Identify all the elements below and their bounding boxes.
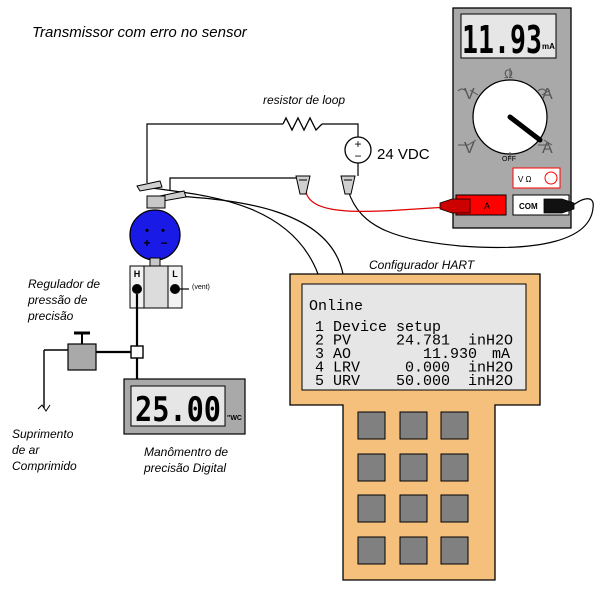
keypad-key[interactable] (440, 536, 469, 565)
keypad-key[interactable] (357, 411, 386, 440)
supply-label: 24 VDC (377, 146, 430, 163)
hart-menu-item-value[interactable]: 11.930 (423, 346, 477, 363)
hart-menu-item-number[interactable]: 4 (315, 360, 324, 377)
dc-supply: + − 24 VDC (344, 136, 430, 164)
transmitter-high-port: H (134, 269, 141, 279)
hart-menu-item-unit[interactable]: inH2O (468, 373, 513, 390)
pressure-regulator (67, 331, 97, 371)
diagram-title: Transmissor com erro no sensor (32, 24, 248, 41)
hart-keypad (357, 411, 469, 565)
vent-label: (vent) (192, 284, 210, 291)
keypad-key[interactable] (399, 453, 428, 482)
hart-configurator: Online 1 Device setup 2 PV 24.781 inH2O 3 AO 11.… (289, 273, 541, 581)
tube-fitting (130, 345, 144, 359)
hart-menu-item-number[interactable]: 2 (315, 333, 324, 350)
svg-text:+: + (143, 236, 150, 250)
multimeter: 11.93 mA Ω V V A A OFF (439, 7, 575, 229)
black-probe-plug (543, 198, 575, 214)
hart-menu-item-name[interactable]: URV (333, 373, 360, 390)
multimeter-unit: mA (542, 42, 555, 51)
hart-menu-item-number[interactable]: 1 (315, 319, 324, 336)
manometer-label: Manômentro de precisão Digital (143, 445, 231, 475)
svg-text:+: + (354, 137, 361, 151)
hart-menu-item-value[interactable]: 0.000 (405, 360, 450, 377)
dial-ohm: Ω (504, 67, 513, 81)
keypad-key[interactable] (399, 494, 428, 523)
svg-text:V Ω: V Ω (518, 175, 532, 184)
keypad-key[interactable] (357, 494, 386, 523)
hart-menu-item-number[interactable]: 3 (315, 346, 324, 363)
keypad-key[interactable] (440, 453, 469, 482)
hart-menu-item-unit[interactable]: inH2O (468, 360, 513, 377)
manometer-unit: "WC (227, 415, 242, 422)
regulator-label: Regulador de pressão de precisão (27, 277, 103, 323)
hart-screen (301, 283, 527, 391)
keypad-key[interactable] (357, 536, 386, 565)
dial-a-ac: A (542, 86, 553, 103)
keypad-key[interactable] (440, 411, 469, 440)
selector-dial[interactable] (467, 68, 553, 158)
transmitter-low-port: L (172, 269, 178, 279)
jack-vohm[interactable]: V Ω (512, 167, 561, 189)
hart-screen-title: Online (309, 298, 363, 315)
keypad-key[interactable] (357, 453, 386, 482)
svg-text:A: A (484, 201, 490, 211)
hart-menu-item-number[interactable]: 5 (315, 373, 324, 390)
hart-menu-item-unit[interactable]: mA (492, 346, 510, 363)
dial-v-ac: V (464, 86, 475, 103)
pressure-transmitter: • • + − H L (vent) (129, 195, 210, 309)
keypad-key[interactable] (399, 411, 428, 440)
loop-wiring (146, 123, 594, 275)
multimeter-reading: 11.93 (462, 18, 542, 62)
digital-manometer: 25.00 "WC (123, 378, 246, 435)
dial-a-dc: A (542, 140, 553, 157)
hart-menu-item-value[interactable]: 24.781 (396, 333, 450, 350)
loop-clip-black (340, 175, 356, 195)
hart-label: Configurador HART (369, 258, 476, 272)
resistor-label: resistor de loop (263, 93, 345, 107)
dial-v-dc: V (464, 140, 475, 157)
hart-menu-item-unit[interactable]: inH2O (468, 333, 513, 350)
dial-off: OFF (502, 156, 516, 163)
hart-menu-item-name[interactable]: AO (333, 346, 351, 363)
loop-clip-red (295, 175, 311, 195)
svg-text:−: − (354, 149, 361, 163)
hart-menu-item-name[interactable]: Device setup (333, 319, 441, 336)
air-supply-label: Suprimento de ar Comprimido (12, 427, 77, 473)
hart-menu-item-name[interactable]: PV (333, 333, 351, 350)
svg-text:−: − (160, 236, 167, 250)
svg-text:•: • (145, 225, 149, 237)
svg-text:COM: COM (519, 202, 538, 211)
loop-resistor (282, 116, 323, 132)
svg-text:•: • (161, 225, 165, 237)
manometer-reading: 25.00 (135, 390, 221, 430)
pneumatic-tubing (37, 294, 139, 412)
keypad-key[interactable] (399, 536, 428, 565)
keypad-key[interactable] (440, 494, 469, 523)
red-probe-wire (305, 191, 449, 212)
hart-menu-item-name[interactable]: LRV (333, 360, 360, 377)
hart-menu-item-value[interactable]: 50.000 (396, 373, 450, 390)
red-probe-plug (439, 198, 471, 214)
